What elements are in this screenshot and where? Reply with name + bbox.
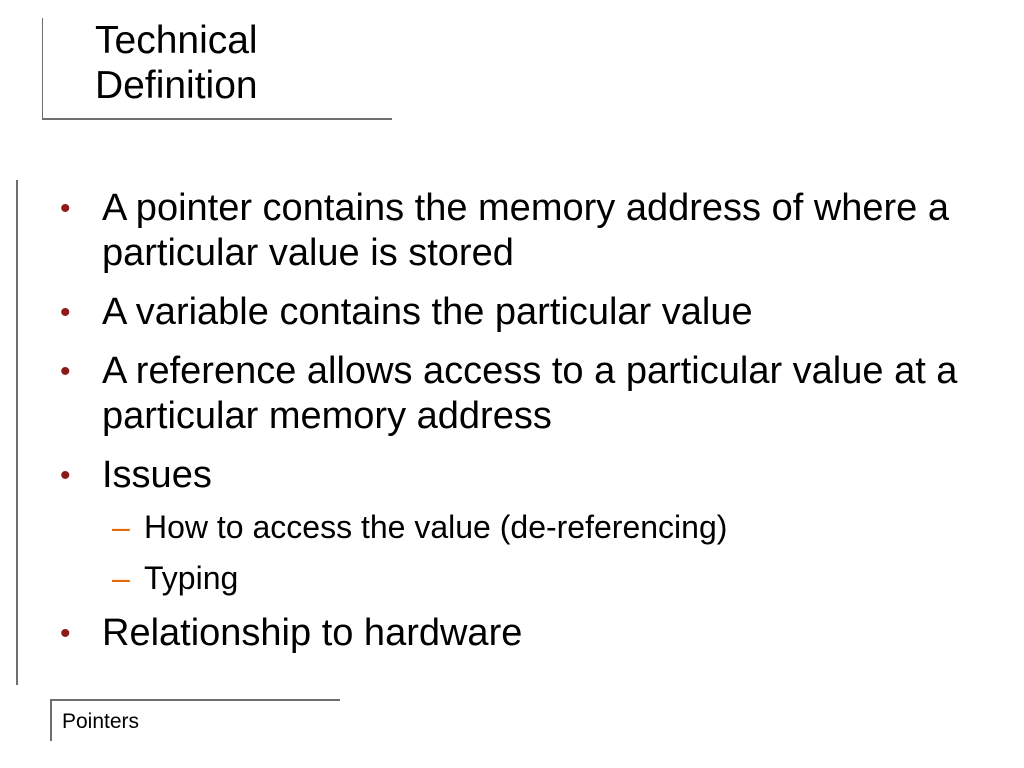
- bullet-marker: •: [60, 617, 71, 650]
- bullet-text: Relationship to hardware: [102, 612, 523, 654]
- bullet-item: • A reference allows access to a particu…: [60, 349, 980, 439]
- slide-footer: Pointers: [62, 710, 140, 733]
- sub-bullet-marker: –: [112, 560, 130, 596]
- title-frame-vertical-line: [42, 18, 43, 118]
- sub-bullet-item: – How to access the value (de-referencin…: [112, 508, 980, 546]
- bullet-text: A variable contains the particular value: [102, 291, 753, 333]
- slide-title: Technical Definition: [95, 19, 258, 107]
- bullet-item: • Issues: [60, 453, 980, 498]
- sub-bullet-marker: –: [112, 509, 130, 545]
- bullet-item: • A variable contains the particular val…: [60, 290, 980, 335]
- bullet-text: Issues: [102, 454, 212, 496]
- sub-bullet-text: Typing: [144, 560, 239, 596]
- bullet-marker: •: [60, 459, 71, 492]
- sub-bullet-item: – Typing: [112, 559, 980, 597]
- footer-frame-horizontal-line: [50, 699, 340, 701]
- bullet-text: A reference allows access to a particula…: [102, 350, 958, 437]
- body-frame-vertical-line: [16, 180, 18, 685]
- issues-group: • Issues – How to access the value (de-r…: [60, 453, 980, 597]
- bullet-marker: •: [60, 192, 71, 225]
- bullet-text: A pointer contains the memory address of…: [102, 187, 950, 274]
- sub-bullet-text: How to access the value (de-referencing): [144, 509, 728, 545]
- title-frame-horizontal-line: [42, 118, 392, 120]
- footer-frame-vertical-line: [50, 699, 52, 741]
- bullet-item: • Relationship to hardware: [60, 611, 980, 656]
- bullet-list: • A pointer contains the memory address …: [60, 186, 980, 670]
- bullet-item: • A pointer contains the memory address …: [60, 186, 980, 276]
- bullet-marker: •: [60, 355, 71, 388]
- bullet-marker: •: [60, 296, 71, 329]
